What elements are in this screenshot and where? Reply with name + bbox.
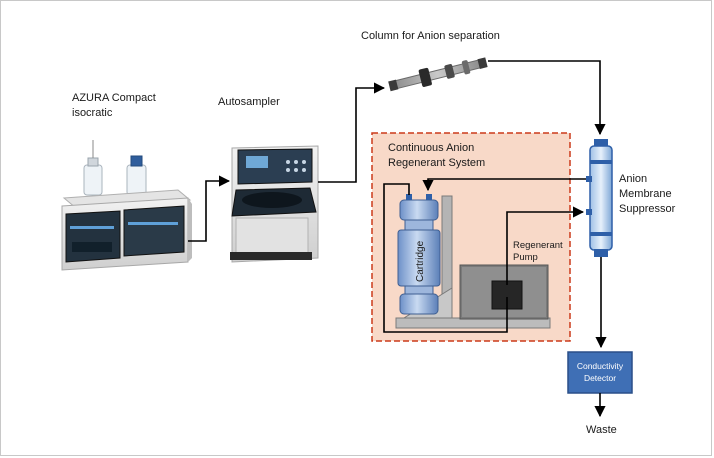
- regenerant-pump-label-line1: Regenerant: [513, 240, 563, 251]
- cartridge-icon: [397, 194, 441, 315]
- detector-label-line2: Detector: [584, 373, 616, 383]
- regenerant-system-label-line1: Continuous Anion: [388, 142, 474, 154]
- flow-lines: [188, 60, 607, 418]
- cartridge-to-pump-line: [383, 183, 508, 333]
- regenerant-pump-label-line2: Pump: [513, 252, 538, 263]
- regenerant-pump-icon: [459, 264, 549, 320]
- suppressor-label-line2: Membrane: [619, 188, 672, 200]
- pump-label-line2: isocratic: [72, 107, 113, 119]
- cartridge-label: Cartridge: [415, 240, 426, 282]
- detector-label-line1: Conductivity: [577, 361, 624, 371]
- column-label: Column for Anion separation: [361, 30, 500, 42]
- waste-label: Waste: [586, 424, 617, 436]
- suppressor-icon: [586, 139, 613, 257]
- suppressor-to-cartridge-line: [422, 178, 586, 192]
- column-icon: [388, 57, 488, 92]
- pump-label-line1: AZURA Compact: [72, 92, 156, 104]
- autosampler-to-column-line: [318, 82, 386, 183]
- suppressor-label-line3: Suppressor: [619, 203, 676, 215]
- azura-pump-icon: [61, 140, 192, 271]
- autosampler-icon: [230, 145, 319, 263]
- regenerant-system-label-line2: Regenerant System: [388, 157, 485, 169]
- pump-to-suppressor-line: [506, 206, 585, 285]
- autosampler-label: Autosampler: [218, 96, 280, 108]
- suppressor-label-line1: Anion: [619, 173, 647, 185]
- column-to-suppressor-line: [488, 60, 606, 136]
- pump-to-autosampler-line: [188, 175, 231, 242]
- conductivity-detector-box: [567, 351, 633, 394]
